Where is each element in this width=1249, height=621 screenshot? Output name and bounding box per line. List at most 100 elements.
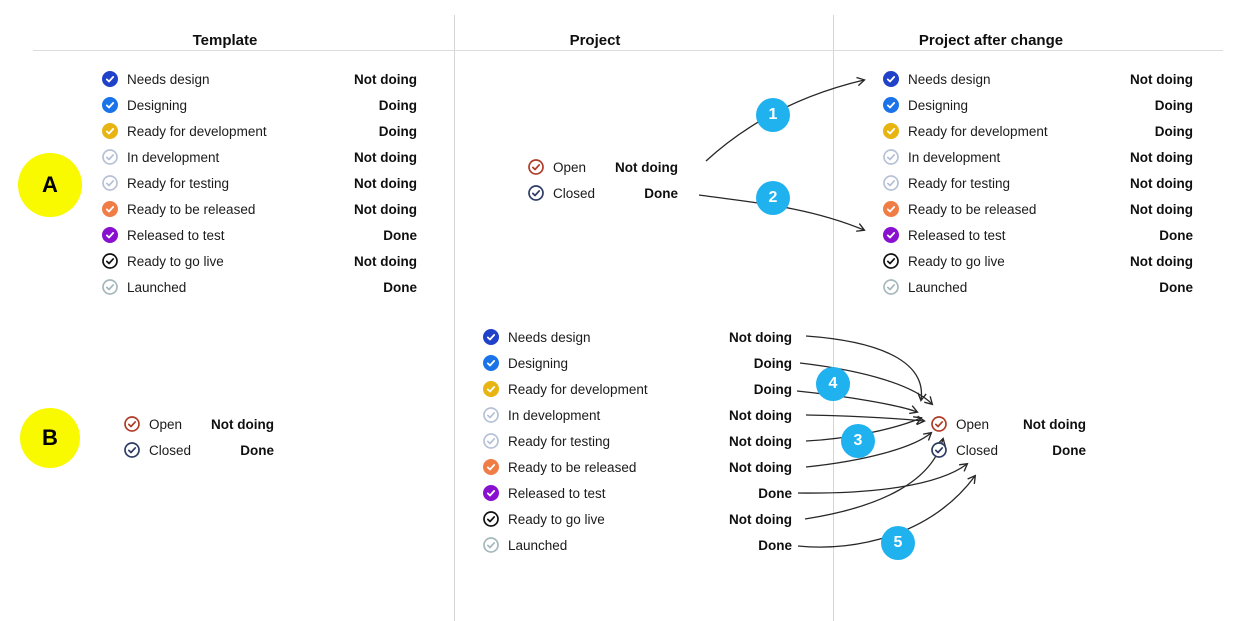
status-mapping: Not doing — [354, 149, 417, 165]
status-name: Open — [956, 416, 990, 432]
status-row: Ready for development Doing — [483, 376, 792, 402]
check-circle-icon — [483, 485, 499, 501]
check-circle-icon — [102, 253, 118, 269]
check-circle-icon — [883, 201, 899, 217]
annotation-badge-a: A — [18, 153, 82, 217]
status-name: Released to test — [127, 227, 225, 243]
status-name: In development — [127, 149, 220, 165]
status-name: Closed — [956, 442, 999, 458]
status-mapping: Not doing — [729, 511, 792, 527]
status-mapping: Not doing — [1130, 175, 1193, 191]
status-mapping: Not doing — [1130, 201, 1193, 217]
check-circle-icon — [102, 149, 118, 165]
status-name: Designing — [127, 97, 188, 113]
status-row: Ready to be released Not doing — [483, 454, 792, 480]
status-name: Ready for development — [127, 123, 267, 139]
check-circle-icon — [483, 381, 499, 397]
status-mapping: Done — [383, 279, 417, 295]
status-row: Launched Done — [883, 274, 1193, 300]
status-row: Open Not doing — [124, 411, 274, 437]
step-badge-3: 3 — [841, 424, 875, 458]
status-name: Closed — [553, 185, 596, 201]
status-mapping: Not doing — [1023, 416, 1086, 432]
status-name: Needs design — [508, 329, 591, 345]
status-row: Ready for development Doing — [102, 118, 417, 144]
status-mapping: Done — [1159, 227, 1193, 243]
check-circle-icon — [102, 279, 118, 295]
status-mapping: Done — [383, 227, 417, 243]
status-row: Ready to go live Not doing — [102, 248, 417, 274]
template-open-closed-list: Open Not doing Closed Done — [124, 411, 274, 463]
status-name: Ready to be released — [908, 201, 1037, 217]
status-row: Ready to go live Not doing — [483, 506, 792, 532]
status-mapping: Not doing — [729, 407, 792, 423]
status-name: Ready to be released — [508, 459, 637, 475]
status-mapping: Not doing — [354, 253, 417, 269]
check-circle-icon — [483, 407, 499, 423]
check-circle-icon — [483, 459, 499, 475]
status-name: Open — [553, 159, 587, 175]
status-name: Ready for development — [908, 123, 1048, 139]
check-circle-icon — [483, 537, 499, 553]
status-name: Closed — [149, 442, 192, 458]
status-name: Ready to go live — [127, 253, 224, 269]
status-name: Released to test — [508, 485, 606, 501]
status-mapping: Doing — [378, 97, 417, 113]
status-row: Launched Done — [483, 532, 792, 558]
status-name: Needs design — [908, 71, 991, 87]
status-name: Ready to go live — [908, 253, 1005, 269]
status-mapping: Doing — [753, 381, 792, 397]
check-circle-icon — [483, 329, 499, 345]
check-circle-icon — [883, 253, 899, 269]
status-row: Ready to go live Not doing — [883, 248, 1193, 274]
check-circle-icon — [483, 355, 499, 371]
status-row: Launched Done — [102, 274, 417, 300]
step-badge-5: 5 — [881, 526, 915, 560]
check-circle-icon — [528, 159, 544, 175]
template-status-list: Needs design Not doing Designing Doing R… — [102, 66, 417, 300]
project-after-change-open-closed-list: Open Not doing Closed Done — [931, 411, 1086, 463]
header-underline — [33, 50, 1223, 51]
check-circle-icon — [528, 185, 544, 201]
check-circle-icon — [883, 175, 899, 191]
status-row: Ready to be released Not doing — [102, 196, 417, 222]
check-circle-icon — [102, 71, 118, 87]
status-mapping: Not doing — [354, 201, 417, 217]
step-badge-2: 2 — [756, 181, 790, 215]
check-circle-icon — [102, 97, 118, 113]
step-badge-4: 4 — [816, 367, 850, 401]
status-mapping: Not doing — [1130, 71, 1193, 87]
status-mapping: Done — [644, 185, 678, 201]
status-mapping: Not doing — [729, 433, 792, 449]
check-circle-icon — [102, 175, 118, 191]
status-name: Ready to go live — [508, 511, 605, 527]
status-row: Needs design Not doing — [102, 66, 417, 92]
status-mapping: Doing — [378, 123, 417, 139]
status-mapping: Not doing — [1130, 253, 1193, 269]
status-name: Released to test — [908, 227, 1006, 243]
status-mapping: Done — [758, 537, 792, 553]
status-mapping: Done — [1052, 442, 1086, 458]
status-row: Ready to be released Not doing — [883, 196, 1193, 222]
arrow-ready-for-development-to-open — [796, 390, 919, 415]
status-row: Ready for testing Not doing — [102, 170, 417, 196]
status-mapping: Not doing — [211, 416, 274, 432]
status-row: Released to test Done — [883, 222, 1193, 248]
project-open-closed-list: Open Not doing Closed Done — [528, 154, 678, 206]
check-circle-icon — [883, 71, 899, 87]
status-name: Needs design — [127, 71, 210, 87]
check-circle-icon — [883, 227, 899, 243]
status-row: In development Not doing — [483, 402, 792, 428]
column-title-project-after-change: Project after change — [918, 32, 1064, 49]
status-row: Needs design Not doing — [883, 66, 1193, 92]
status-row: Open Not doing — [931, 411, 1086, 437]
status-name: Ready for development — [508, 381, 648, 397]
status-row: Ready for testing Not doing — [483, 428, 792, 454]
status-name: Ready for testing — [908, 175, 1011, 191]
column-title-project: Project — [569, 32, 621, 49]
annotation-badge-b: B — [20, 408, 80, 468]
check-circle-icon — [883, 149, 899, 165]
status-row: In development Not doing — [102, 144, 417, 170]
status-mapping: Doing — [753, 355, 792, 371]
